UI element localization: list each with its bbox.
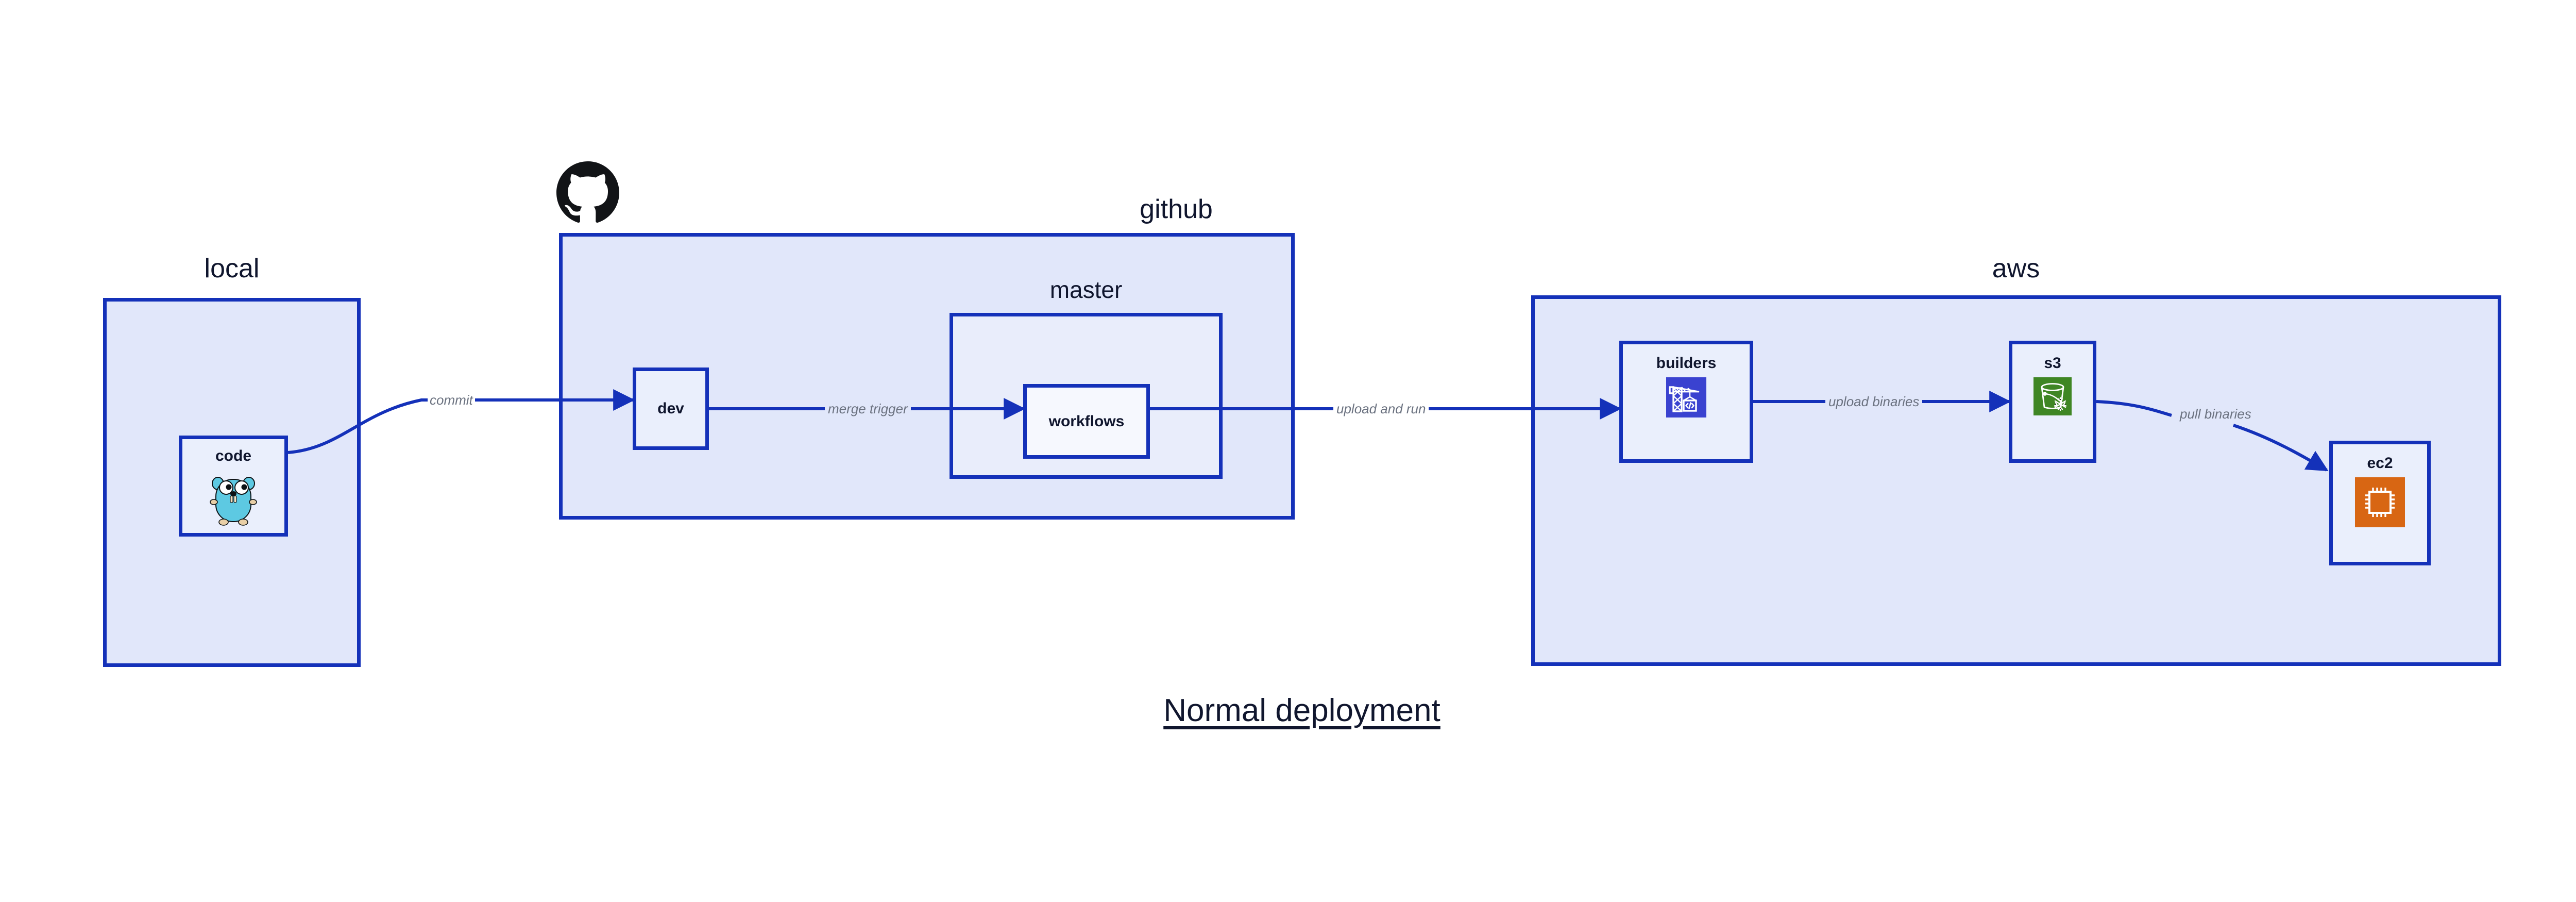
node-dev[interactable]: dev (633, 368, 709, 450)
edge-upload-and-run-label: upload and run (1333, 402, 1429, 415)
group-master-title: master (1049, 276, 1123, 303)
node-dev-label: dev (657, 400, 684, 417)
node-s3-label: s3 (2044, 355, 2061, 372)
edge-pull-binaries-label: pull binaries (2177, 407, 2255, 421)
node-code[interactable]: code (179, 436, 288, 537)
edge-commit-label: commit (428, 393, 475, 407)
node-ec2-label: ec2 (2367, 455, 2393, 472)
group-aws-title: aws (1992, 254, 2040, 283)
node-s3[interactable]: s3 (2009, 341, 2096, 463)
group-github-title: github (1140, 194, 1213, 224)
node-builders[interactable]: builders (1619, 341, 1753, 463)
diagram-title: Normal deployment (1163, 693, 1440, 728)
aws-s3-glacier-icon (2033, 377, 2072, 418)
node-workflows[interactable]: workflows (1023, 384, 1150, 459)
edge-merge-trigger-label: merge trigger (825, 402, 911, 415)
group-local-title: local (204, 254, 260, 283)
go-gopher-icon (207, 470, 260, 529)
node-code-label: code (215, 447, 252, 464)
aws-codebuild-icon (1666, 377, 1706, 420)
node-builders-label: builders (1656, 355, 1717, 372)
edge-upload-binaries-label: upload binaries (1825, 395, 1923, 408)
node-workflows-label: workflows (1048, 412, 1125, 430)
github-octocat-logo (556, 161, 619, 227)
aws-ec2-icon (2355, 477, 2405, 530)
node-ec2[interactable]: ec2 (2329, 441, 2431, 565)
